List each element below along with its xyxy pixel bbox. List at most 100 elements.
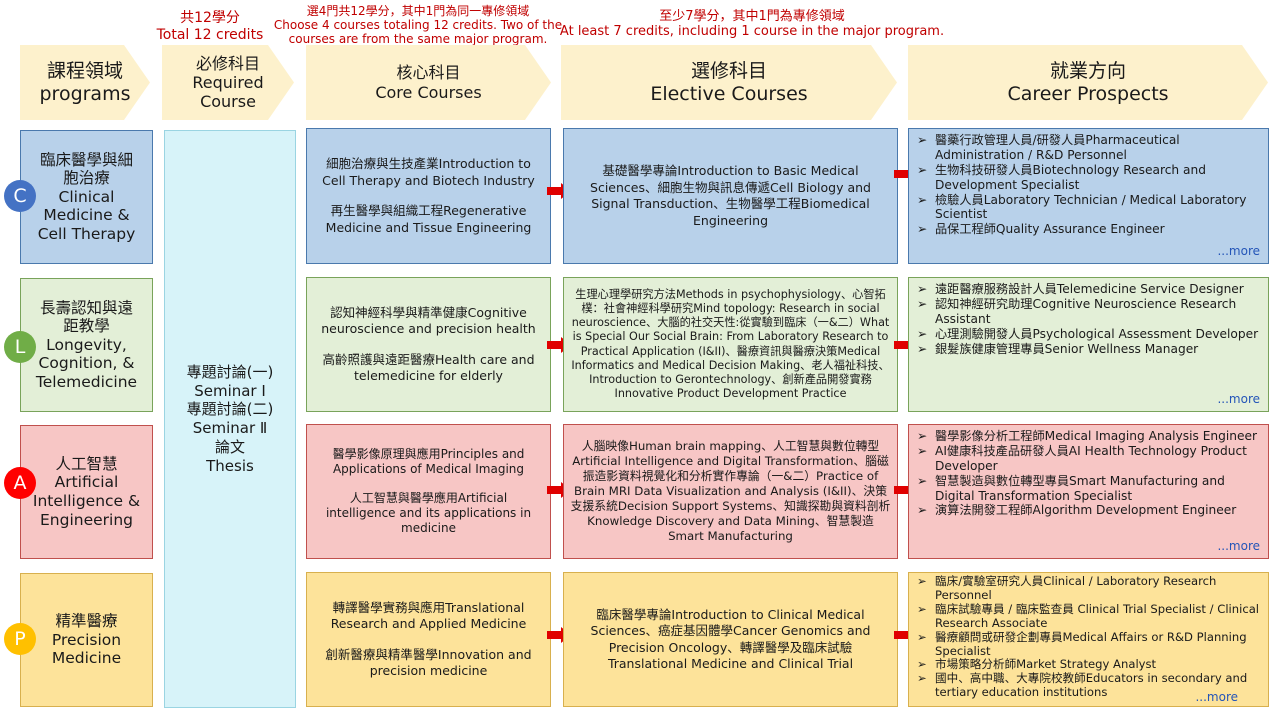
- bullet-icon: ➢: [917, 222, 928, 237]
- elective-courses-ai: 人腦映像Human brain mapping、人工智慧與數位轉型Artific…: [563, 424, 898, 559]
- core-course: 人工智慧與醫學應用Artificial intelligence and its…: [325, 491, 532, 535]
- career-text: 認知神經研究助理Cognitive Neuroscience Research …: [935, 296, 1237, 326]
- header-required-en-2: Course: [200, 92, 256, 112]
- header-career-zh: 就業方向: [1049, 59, 1126, 82]
- core-course: 創新醫療與精準醫學Innovation and precision medici…: [325, 646, 532, 679]
- badge-letter: L: [14, 336, 26, 358]
- header-career: 就業方向 Career Prospects: [908, 45, 1268, 120]
- core-credits-zh: 選4門共12學分，其中1門為同一專修領域: [306, 4, 530, 18]
- badge-letter: C: [13, 185, 27, 207]
- career-item: ➢智慧製造與數位轉型專員Smart Manufacturing and Digi…: [917, 474, 1260, 504]
- program-name-zh-1: 人工智慧: [55, 454, 118, 473]
- program-artificial-intelligence: 人工智慧 Artificial Intelligence & Engineeri…: [20, 425, 153, 559]
- header-career-en: Career Prospects: [1007, 82, 1169, 105]
- career-text: 醫學影像分析工程師Medical Imaging Analysis Engine…: [935, 429, 1258, 443]
- core-courses-ai: 醫學影像原理與應用Principles and Applications of …: [306, 424, 551, 559]
- badge-p: P: [4, 623, 36, 655]
- seminar-1-zh: 專題討論(一): [186, 362, 274, 381]
- core-course: 細胞治療與生技產業Introduction to Cell Therapy an…: [322, 156, 535, 188]
- seminar-2-en: Seminar Ⅱ: [192, 419, 268, 437]
- elective-course-list: 人腦映像Human brain mapping、人工智慧與數位轉型Artific…: [570, 438, 891, 544]
- more-link[interactable]: ...more: [1217, 244, 1260, 259]
- badge-c: C: [4, 180, 36, 212]
- career-text: 臨床/實驗室研究人員Clinical / Laboratory Research…: [935, 574, 1217, 602]
- bullet-icon: ➢: [917, 282, 928, 296]
- career-longevity: ➢ 遠距醫療服務設計人員Telemedicine Service Designer…: [908, 277, 1269, 412]
- career-item: ➢ 醫療顧問或研發企劃專員Medical Affairs or R&D Plann…: [917, 629, 1260, 659]
- more-link[interactable]: ...more: [1195, 689, 1238, 704]
- badge-a: A: [4, 467, 36, 499]
- career-item: ➢生物科技研發人員Biotechnology Research and Deve…: [917, 163, 1260, 193]
- bullet-icon: ➢: [917, 657, 927, 672]
- core-courses-precision: 轉譯醫學實務與應用Translational Research and Appl…: [306, 572, 551, 707]
- program-name-en-1: Clinical: [58, 187, 115, 206]
- career-item: ➢ 臨床試驗專員 / 臨床監查員 Clinical Trial Specialis…: [917, 601, 1260, 631]
- career-text: 演算法開發工程師Algorithm Development Engineer: [935, 503, 1237, 518]
- core-credits-en-1: Choose 4 courses totaling 12 credits. Tw…: [273, 18, 563, 33]
- required-credits-zh: 共12學分: [180, 10, 240, 26]
- bullet-icon: ➢: [917, 574, 927, 588]
- program-name-en-2: Medicine: [51, 649, 122, 668]
- core-course: 醫學影像原理與應用Principles and Applications of …: [332, 447, 525, 476]
- career-clinical: ➢醫藥行政管理人員/研發人員Pharmaceutical Administrat…: [908, 128, 1269, 264]
- career-text: 檢驗人員Laboratory Technician / Medical Labo…: [935, 192, 1247, 222]
- more-link[interactable]: ...more: [1217, 539, 1260, 554]
- bullet-icon: ➢: [917, 429, 928, 443]
- career-item: ➢ 心理測驗開發人員Psychological Assessment Develo…: [917, 327, 1260, 342]
- core-courses-clinical: 細胞治療與生技產業Introduction to Cell Therapy an…: [306, 128, 551, 264]
- bullet-icon: ➢: [917, 133, 928, 147]
- header-elective-zh: 選修科目: [690, 59, 767, 82]
- program-name-zh-2: 距教學: [63, 317, 110, 336]
- career-text: 市場策略分析師Market Strategy Analyst: [935, 657, 1157, 672]
- core-course: 轉譯醫學實務與應用Translational Research and Appl…: [330, 599, 527, 632]
- program-name-en-3: Engineering: [40, 510, 133, 529]
- core-course: 高齡照護與遠距醫療Health care and telemedicine fo…: [322, 351, 535, 384]
- career-item: ➢醫藥行政管理人員/研發人員Pharmaceutical Administrat…: [917, 133, 1260, 163]
- header-elective-en: Elective Courses: [650, 82, 808, 105]
- core-credits-note: 選4門共12學分，其中1門為同一專修領域 Choose 4 courses to…: [268, 4, 568, 46]
- career-text: 臨床試驗專員 / 臨床監查員 Clinical Trial Specialist…: [935, 601, 1260, 630]
- career-text: 遠距醫療服務設計人員Telemedicine Service Designer: [935, 282, 1244, 296]
- program-name-zh-2: 胞治療: [63, 169, 110, 188]
- seminar-1-en: Seminar I: [194, 381, 266, 400]
- career-item: ➢ 醫學影像分析工程師Medical Imaging Analysis Engin…: [917, 429, 1260, 444]
- program-name-en-2: Cognition, &: [38, 354, 135, 373]
- career-item: ➢ AI健康科技產品研發人員AI Health Technology Produc…: [917, 444, 1260, 474]
- badge-l: L: [4, 331, 36, 363]
- required-course-box: 專題討論(一) Seminar I 專題討論(二) Seminar Ⅱ 論文 T…: [164, 130, 296, 708]
- program-name-en-1: Precision: [51, 630, 122, 649]
- career-item: ➢ 臨床/實驗室研究人員Clinical / Laboratory Researc…: [917, 574, 1260, 603]
- career-text: 心理測驗開發人員Psychological Assessment Develop…: [935, 326, 1259, 341]
- bullet-icon: ➢: [917, 629, 927, 644]
- bullet-icon: ➢: [917, 192, 928, 207]
- program-name-zh-1: 長壽認知與遠: [39, 298, 133, 317]
- career-item: ➢銀髮族健康管理專員Senior Wellness Manager: [917, 342, 1260, 357]
- more-link[interactable]: ...more: [1217, 392, 1260, 407]
- elective-credits-zh: 至少7學分，其中1門為專修領域: [659, 9, 845, 24]
- program-name-en-1: Artificial: [54, 473, 119, 492]
- header-elective: 選修科目 Elective Courses: [561, 45, 897, 120]
- bullet-icon: ➢: [917, 503, 928, 518]
- header-required-zh: 必修科目: [195, 53, 260, 73]
- elective-course-list: 臨床醫學專論Introduction to Clinical Medical S…: [590, 606, 871, 672]
- header-programs-en: programs: [39, 82, 131, 105]
- elective-course-list: 生理心理學研究方法Methods in psychophysiology、心智拓…: [571, 288, 890, 400]
- bullet-icon: ➢: [917, 326, 928, 341]
- badge-letter: P: [14, 628, 26, 650]
- bullet-icon: ➢: [917, 296, 928, 311]
- bullet-icon: ➢: [917, 671, 927, 686]
- career-text: AI健康科技產品研發人員AI Health Technology Product…: [935, 443, 1247, 473]
- bullet-icon: ➢: [917, 443, 928, 458]
- bullet-icon: ➢: [917, 601, 927, 616]
- program-name-en-3: Cell Therapy: [37, 224, 136, 243]
- career-text: 國中、高中職、大專院校教師Educators in secondary and …: [935, 671, 1248, 700]
- elective-courses-clinical: 基礎醫學專論Introduction to Basic Medical Scie…: [563, 128, 898, 264]
- career-ai: ➢ 醫學影像分析工程師Medical Imaging Analysis Engin…: [908, 424, 1269, 559]
- career-item: ➢ 認知神經研究助理Cognitive Neuroscience Research…: [917, 297, 1260, 327]
- header-core-en: Core Courses: [375, 82, 482, 102]
- program-name-en-2: Medicine &: [43, 206, 130, 225]
- required-credits-en: Total 12 credits: [156, 26, 264, 43]
- elective-courses-longevity: 生理心理學研究方法Methods in psychophysiology、心智拓…: [563, 277, 898, 412]
- career-text: 醫療顧問或研發企劃專員Medical Affairs or R&D Planni…: [935, 629, 1247, 658]
- career-item: ➢ 國中、高中職、大專院校教師Educators in secondary and…: [917, 671, 1260, 700]
